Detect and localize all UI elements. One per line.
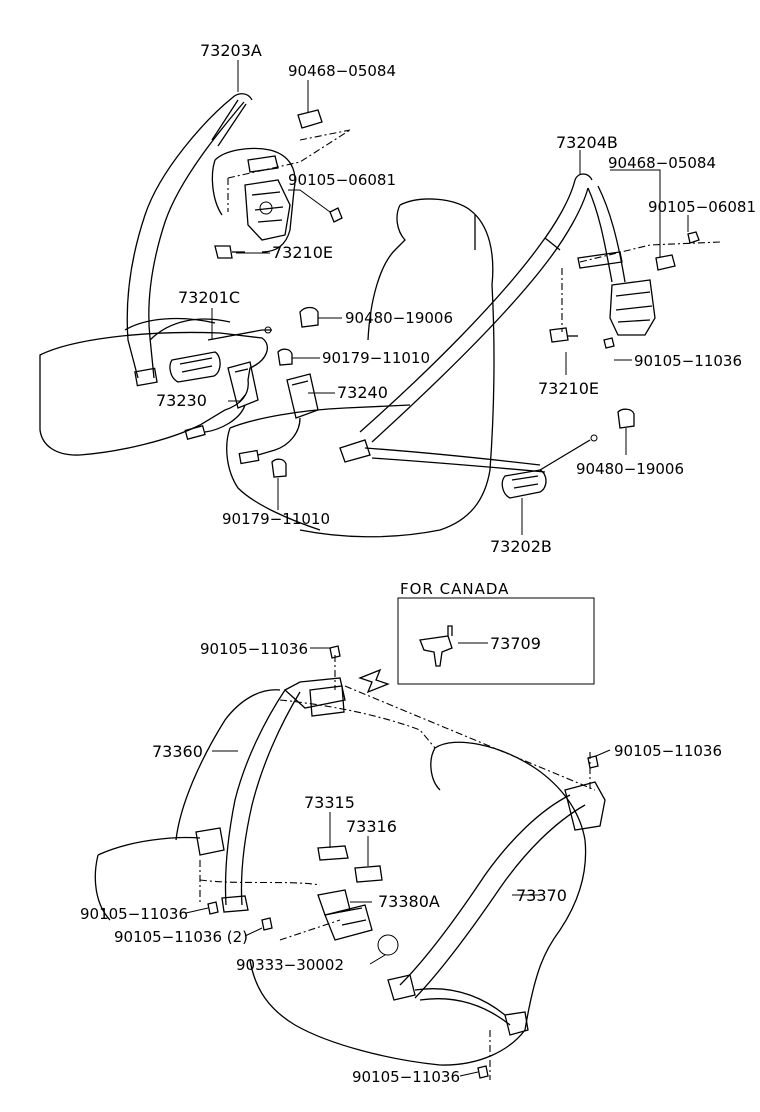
- for-canada-title: FOR CANADA: [400, 580, 509, 598]
- label-73316: 73316: [346, 817, 397, 836]
- front-right-buckle: [501, 408, 635, 499]
- label-90105-11036-right: 90105−11036: [634, 352, 742, 370]
- leader-lines: [185, 60, 689, 1077]
- label-90105-06081-right: 90105−06081: [648, 198, 756, 216]
- front-right-belt: [339, 173, 626, 473]
- label-73203A: 73203A: [200, 41, 262, 60]
- front-left-small-parts: [214, 207, 343, 478]
- label-90480-19006-top: 90480−19006: [345, 309, 453, 327]
- label-90179-11010-top: 90179−11010: [322, 349, 430, 367]
- front-left-belt: [124, 93, 253, 387]
- label-90105-11036-rear-right: 90105−11036: [614, 742, 722, 760]
- rear-center-buckle: [207, 845, 399, 956]
- label-90105-11036-rear-bottom: 90105−11036: [352, 1068, 460, 1086]
- label-90105-11036-rear-top: 90105−11036: [200, 640, 308, 658]
- label-90179-11010-bottom: 90179−11010: [222, 510, 330, 528]
- front-right-seat: [226, 198, 495, 538]
- label-73201C: 73201C: [178, 288, 240, 307]
- rear-left-belt: [195, 645, 346, 913]
- label-90105-11036-2: 90105−11036 (2): [114, 928, 248, 946]
- part-labels: 73203A 90468−05084 90105−06081 73210E 73…: [80, 41, 756, 1086]
- label-73380A: 73380A: [378, 892, 440, 911]
- label-73360: 73360: [152, 742, 203, 761]
- label-90468-05084-right: 90468−05084: [608, 154, 716, 172]
- for-canada-box: [358, 597, 595, 694]
- label-90333-30002: 90333−30002: [236, 956, 344, 974]
- center-buckle: [238, 373, 319, 465]
- front-right-retractor: [549, 231, 721, 349]
- front-left-buckle: [169, 326, 272, 440]
- label-90105-11036-rear-left: 90105−11036: [80, 905, 188, 923]
- label-90480-19006-right: 90480−19006: [576, 460, 684, 478]
- label-73370: 73370: [516, 886, 567, 905]
- label-73210E-right: 73210E: [538, 379, 599, 398]
- label-73210E-top: 73210E: [272, 243, 333, 262]
- rear-seat: [94, 655, 596, 1080]
- label-73204B: 73204B: [556, 133, 618, 152]
- label-73709: 73709: [490, 634, 541, 653]
- label-90468-05084-top: 90468−05084: [288, 62, 396, 80]
- label-73240: 73240: [337, 383, 388, 402]
- label-90105-06081-top: 90105−06081: [288, 171, 396, 189]
- label-73315: 73315: [304, 793, 355, 812]
- rear-right-belt: [387, 755, 606, 1079]
- label-73230: 73230: [156, 391, 207, 410]
- label-73202B: 73202B: [490, 537, 552, 556]
- front-left-retractor: [227, 109, 351, 241]
